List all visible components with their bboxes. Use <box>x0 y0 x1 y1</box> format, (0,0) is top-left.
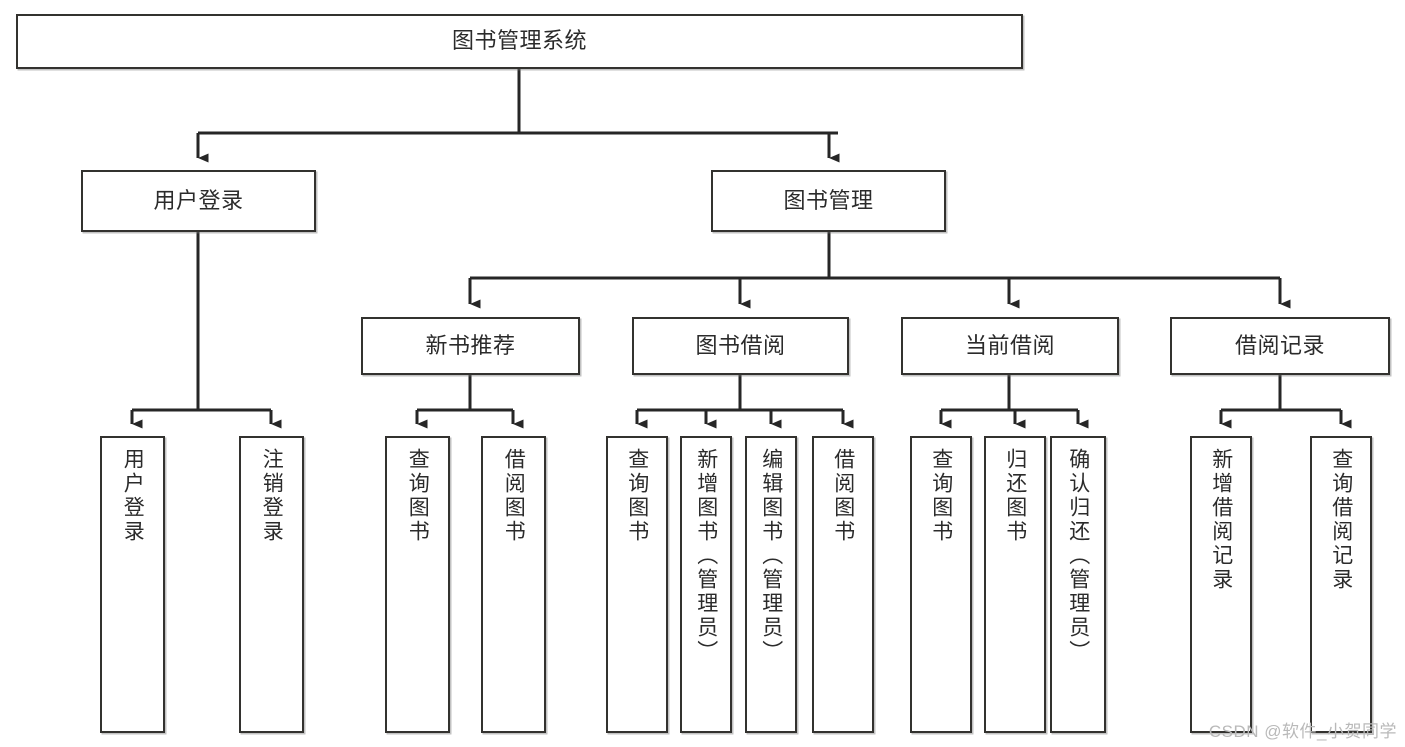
node-user-login-label: 用户登录 <box>153 187 244 213</box>
node-leaf-query-book-3-label: 查询图书 <box>929 448 953 544</box>
node-new-book-recommend-label: 新书推荐 <box>425 332 516 358</box>
node-new-book-recommend[interactable]: 新书推荐 <box>361 317 580 375</box>
node-borrow-record-label: 借阅记录 <box>1234 332 1325 358</box>
node-borrow-record[interactable]: 借阅记录 <box>1170 317 1390 375</box>
node-leaf-borrow-book-1[interactable]: 借阅图书 <box>481 436 546 733</box>
node-book-borrow[interactable]: 图书借阅 <box>632 317 849 375</box>
node-leaf-borrow-book-2[interactable]: 借阅图书 <box>812 436 874 733</box>
node-leaf-return-book[interactable]: 归还图书 <box>984 436 1046 733</box>
node-leaf-add-record[interactable]: 新增借阅记录 <box>1190 436 1252 733</box>
node-root-label: 图书管理系统 <box>451 28 587 54</box>
node-current-borrow-label: 当前借阅 <box>964 332 1055 358</box>
node-leaf-query-record[interactable]: 查询借阅记录 <box>1310 436 1372 733</box>
node-leaf-borrow-book-1-label: 借阅图书 <box>502 448 526 544</box>
node-book-borrow-label: 图书借阅 <box>695 332 786 358</box>
node-leaf-logout-label: 注销登录 <box>260 448 284 544</box>
node-leaf-query-book-2[interactable]: 查询图书 <box>606 436 668 733</box>
node-user-login[interactable]: 用户登录 <box>81 170 316 232</box>
node-leaf-add-book-label: 新增图书（管理员） <box>694 448 718 664</box>
node-leaf-add-record-label: 新增借阅记录 <box>1209 448 1233 592</box>
node-leaf-user-login-label: 用户登录 <box>121 448 145 544</box>
node-leaf-query-record-label: 查询借阅记录 <box>1329 448 1353 592</box>
node-current-borrow[interactable]: 当前借阅 <box>901 317 1119 375</box>
node-root[interactable]: 图书管理系统 <box>16 14 1023 69</box>
node-leaf-query-book-1-label: 查询图书 <box>406 448 430 544</box>
node-book-manage[interactable]: 图书管理 <box>711 170 946 232</box>
csdn-watermark: CSDN @软件_小贺同学 <box>1208 722 1397 741</box>
node-leaf-confirm-return-label: 确认归还（管理员） <box>1066 448 1090 664</box>
node-leaf-confirm-return[interactable]: 确认归还（管理员） <box>1050 436 1106 733</box>
node-leaf-user-login[interactable]: 用户登录 <box>100 436 165 733</box>
node-leaf-edit-book[interactable]: 编辑图书（管理员） <box>745 436 797 733</box>
node-leaf-add-book[interactable]: 新增图书（管理员） <box>680 436 732 733</box>
node-leaf-edit-book-label: 编辑图书（管理员） <box>759 448 783 664</box>
node-leaf-query-book-1[interactable]: 查询图书 <box>385 436 450 733</box>
node-leaf-query-book-2-label: 查询图书 <box>625 448 649 544</box>
node-leaf-query-book-3[interactable]: 查询图书 <box>910 436 972 733</box>
node-leaf-return-book-label: 归还图书 <box>1003 448 1027 544</box>
node-leaf-borrow-book-2-label: 借阅图书 <box>831 448 855 544</box>
node-book-manage-label: 图书管理 <box>783 187 874 213</box>
node-leaf-logout[interactable]: 注销登录 <box>239 436 304 733</box>
